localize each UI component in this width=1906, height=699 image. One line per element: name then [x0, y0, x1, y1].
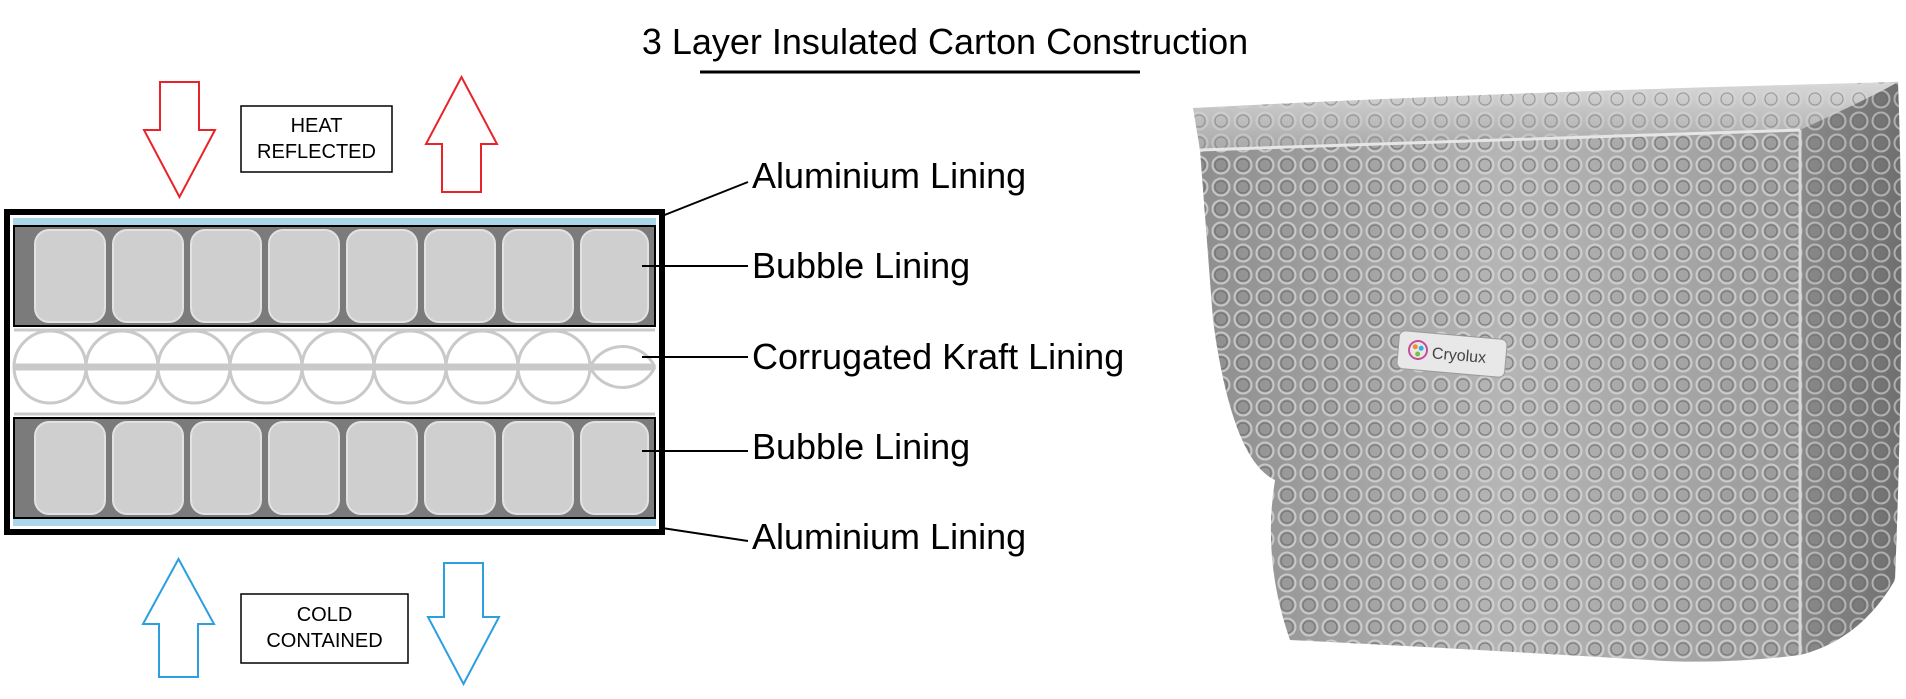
carton-side-bubbles [1800, 81, 1902, 655]
callout-kraft: Corrugated Kraft Lining [752, 336, 1124, 377]
bubble-cell [580, 229, 649, 323]
callout-bubble-bottom: Bubble Lining [752, 426, 970, 467]
cold-label-box [240, 593, 409, 664]
insulated-carton-illustration: Cryolux [1193, 81, 1902, 662]
bubble-cells-bottom [34, 421, 649, 515]
heat-label-line1: HEAT [291, 115, 343, 137]
bubble-cell [346, 229, 418, 323]
bubble-cells-top [34, 229, 649, 323]
cryolux-logo-label: Cryolux [1396, 330, 1508, 378]
cryolux-logo-icon [1408, 340, 1428, 360]
kraft-flute-upper [12, 329, 657, 368]
aluminium-lining-top [13, 218, 656, 225]
cross-section [4, 209, 665, 535]
carton-front-bubbles [1200, 130, 1800, 662]
heat-label-line2: REFLECTED [257, 141, 376, 163]
cold-out-arrow-icon [426, 562, 501, 687]
cold-label-line2: CONTAINED [266, 630, 382, 652]
heat-label-box [240, 105, 393, 173]
bubble-cell [580, 421, 649, 515]
carton-top-bubbles [1193, 82, 1898, 150]
cold-in-arrow-icon [141, 556, 216, 678]
kraft-flute-lower [12, 366, 657, 405]
bubble-cell [502, 229, 574, 323]
callout-bubble-top: Bubble Lining [752, 245, 970, 286]
bubble-cell [112, 421, 184, 515]
aluminium-lining-bottom [13, 519, 656, 526]
logo-brand-text: Cryolux [1431, 345, 1487, 367]
callout-aluminium-top: Aluminium Lining [752, 155, 1026, 196]
leader-line-aluminium-top [661, 181, 749, 217]
bubble-cell [424, 229, 496, 323]
bubble-cell [346, 421, 418, 515]
carton-top-edge-highlight [1199, 128, 1801, 152]
bubble-cell [502, 421, 574, 515]
cold-label-line1: COLD [297, 604, 353, 626]
diagram-title: 3 Layer Insulated Carton Construction [642, 21, 1248, 62]
bubble-cell [190, 421, 262, 515]
heat-in-arrow-icon [142, 81, 217, 200]
bubble-cell [112, 229, 184, 323]
bubble-cell [34, 229, 106, 323]
bubble-cell [424, 421, 496, 515]
bubble-cell [268, 229, 340, 323]
bubble-cell [268, 421, 340, 515]
leader-line-aluminium-bottom [661, 527, 749, 542]
bubble-cell [34, 421, 106, 515]
callout-aluminium-bottom: Aluminium Lining [752, 516, 1026, 557]
heat-out-arrow-icon [424, 74, 499, 193]
corrugated-kraft-lining [12, 328, 657, 416]
bubble-cell [190, 229, 262, 323]
